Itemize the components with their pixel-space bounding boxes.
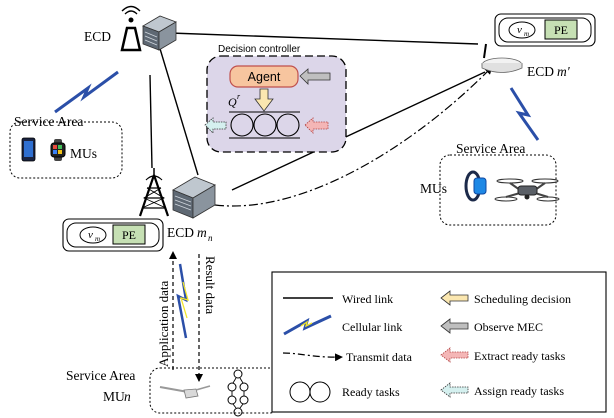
smartwatch-icon <box>50 139 66 161</box>
pe-box-right: v m PE <box>494 13 596 47</box>
legend-extract-symbol <box>440 347 469 363</box>
pe-left-label: PE <box>122 228 136 242</box>
observe-arrow <box>299 68 331 85</box>
service-area-left-title: Service Area <box>14 114 83 129</box>
extract-arrow <box>304 117 329 134</box>
pe-left-v-sub: m <box>95 235 100 243</box>
server-icon <box>172 176 216 219</box>
scheduling-decision-arrow <box>254 88 274 112</box>
tower-icon <box>138 168 170 217</box>
ecd-right-label-sub: m' <box>557 64 571 79</box>
service-area-bottom <box>149 367 281 414</box>
mus-left-label: MUs <box>70 146 97 161</box>
cellular-links <box>54 70 540 339</box>
application-data-label: Application data <box>156 280 171 367</box>
queue-label-sup: r <box>237 92 241 101</box>
pe-left-v: v <box>88 229 93 241</box>
agent-box <box>229 65 299 88</box>
queue-label: Q <box>228 95 237 109</box>
server-icon <box>142 15 177 51</box>
assign-arrow <box>204 117 227 134</box>
legend-observe-symbol <box>440 318 469 334</box>
ecd-center-label: ECD <box>167 225 194 240</box>
legend-transmit-label: Transmit data <box>346 350 413 364</box>
cellular-link-bottom-highlight <box>180 281 189 319</box>
legend-observe-label: Observe MEC <box>474 320 543 334</box>
cellular-link-right <box>509 87 540 141</box>
transmit-data-arrow <box>214 66 493 207</box>
legend-cellular-label: Cellular link <box>342 320 402 334</box>
legend-scheduling-symbol <box>440 290 469 306</box>
decision-controller-title: Decision controller <box>218 44 301 55</box>
wifi-router-icon <box>481 43 523 73</box>
task-graph-icon <box>227 369 249 417</box>
legend-ready-label: Ready tasks <box>342 385 400 399</box>
legend-ready-circle-2 <box>309 381 331 403</box>
legend-wired-label: Wired link <box>342 292 393 306</box>
ecd-center-label-subscript: n <box>208 233 213 243</box>
wired-links <box>149 32 486 191</box>
queue-task-1 <box>230 113 254 137</box>
legend-transmit-symbol <box>282 352 343 362</box>
mu-bottom-label-sub: n <box>124 389 131 404</box>
legend-scheduling-label: Scheduling decision <box>474 292 571 306</box>
mu-bottom-label: MU <box>103 389 125 404</box>
legend-box <box>271 271 607 413</box>
service-area-right-title: Service Area <box>456 141 525 156</box>
legend: Wired link Scheduling decision Cellular … <box>271 271 607 413</box>
pe-right-v: v <box>517 24 522 36</box>
agent-label: Agent <box>248 70 281 84</box>
pe-right-label: PE <box>554 23 568 37</box>
legend-assign-label: Assign ready tasks <box>474 384 564 398</box>
ecd-top-left-label: ECD <box>84 29 111 44</box>
legend-cellular-highlight <box>300 320 313 328</box>
fitness-band-icon <box>464 170 487 202</box>
wired-link-center-right <box>231 71 486 191</box>
ecd-right-label: ECD <box>527 64 554 79</box>
drone-icon <box>494 178 560 202</box>
queue-task-2 <box>253 113 277 137</box>
wired-link-vertical <box>149 74 153 169</box>
ecd-center-label-sub: m <box>197 225 207 240</box>
decision-controller: Decision controller Agent Q r <box>204 44 347 153</box>
legend-assign-symbol <box>440 382 469 398</box>
ecd-top-left: ECD <box>84 5 177 52</box>
wired-link-top <box>169 32 479 45</box>
cellular-link-left <box>54 70 119 114</box>
router-icon <box>120 5 142 52</box>
wired-link-diagonal <box>157 41 199 176</box>
pe-right-v-sub: m <box>524 30 529 38</box>
pe-box-left: v m PE <box>62 218 164 252</box>
result-data-label: Result data <box>203 256 218 314</box>
smart-glasses-icon <box>159 385 211 399</box>
smartphone-icon <box>21 137 36 162</box>
legend-extract-label: Extract ready tasks <box>474 349 566 363</box>
service-area-left <box>9 121 123 179</box>
service-area-bottom-title: Service Area <box>66 368 135 383</box>
queue-task-3 <box>276 113 300 137</box>
service-area-right <box>439 154 557 226</box>
mus-right-label: MUs <box>420 181 447 196</box>
